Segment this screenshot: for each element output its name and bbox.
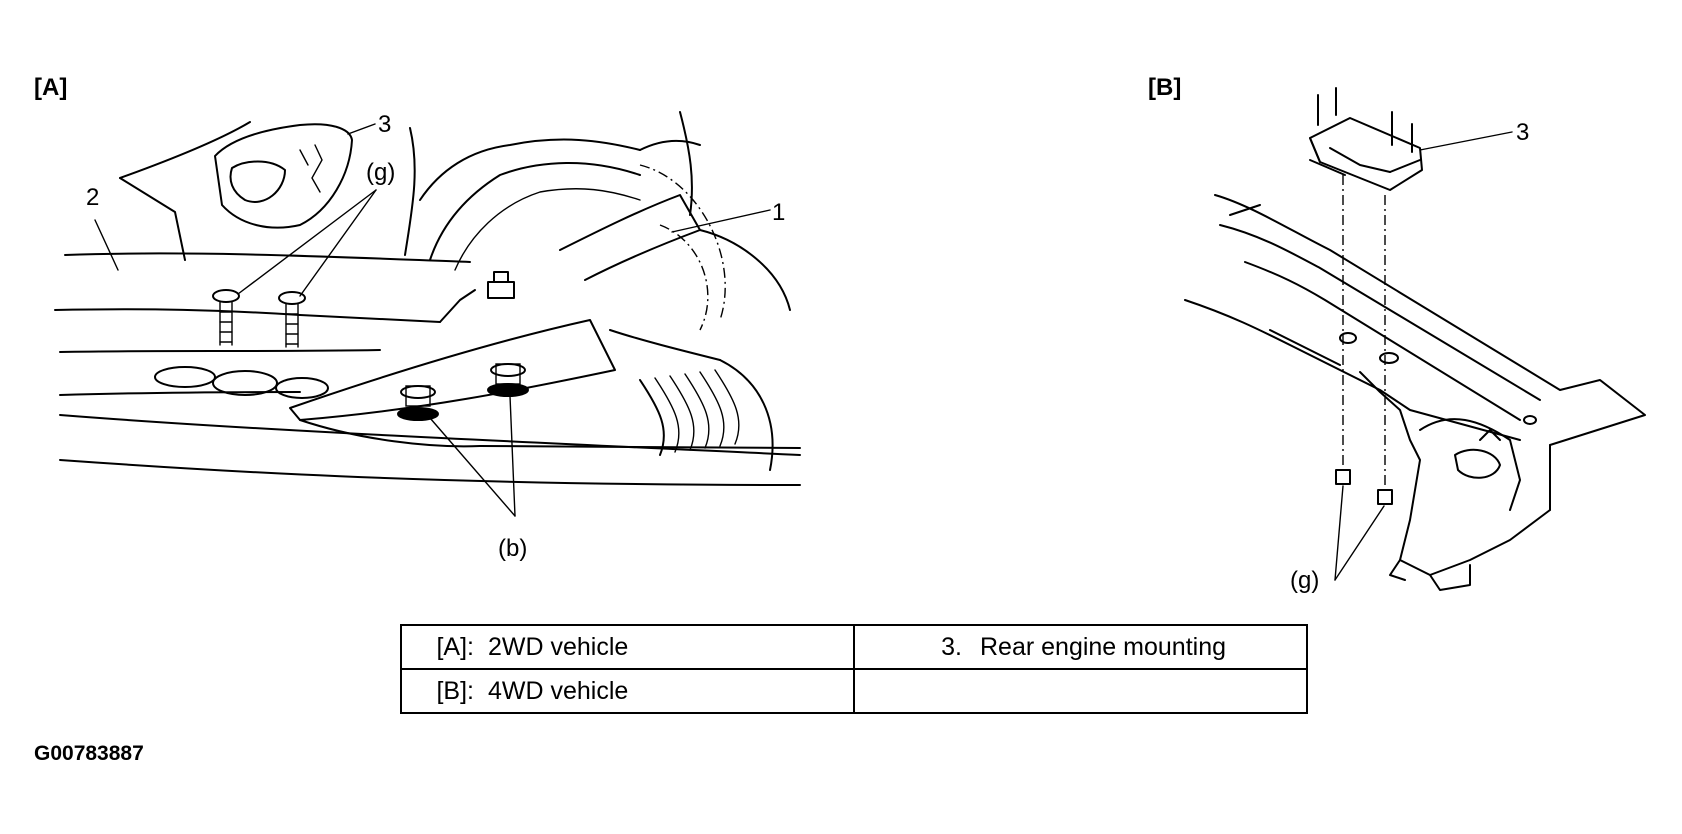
bolt-icon	[212, 289, 240, 346]
legend-value: 2WD vehicle	[488, 632, 629, 661]
nut-icon	[1377, 489, 1393, 505]
legend-row: [B]: 4WD vehicle	[400, 668, 1308, 714]
legend-cell: [A]: 2WD vehicle	[400, 624, 855, 670]
legend-description: Rear engine mounting	[980, 632, 1226, 661]
legend-key: [B]:	[436, 676, 474, 705]
panel-b-drawing: 3 (g)	[1184, 87, 1646, 594]
callout-a-b: (b)	[498, 535, 527, 562]
bolt-icon	[397, 385, 439, 421]
legend-value: 4WD vehicle	[488, 676, 629, 705]
legend-number: 3.	[941, 632, 962, 661]
panel-b-label: [B]	[1148, 74, 1182, 101]
legend-cell: 3. Rear engine mounting	[853, 624, 1308, 670]
callout-a-g: (g)	[366, 159, 395, 186]
figure-id: G00783887	[34, 742, 144, 765]
legend-table: [A]: 2WD vehicle 3. Rear engine mounting […	[400, 624, 1308, 714]
callout-a-2: 2	[86, 184, 99, 211]
legend-key: [A]:	[436, 632, 474, 661]
legend-cell: [B]: 4WD vehicle	[400, 668, 855, 714]
nut-icon	[1335, 469, 1351, 485]
legend-row: [A]: 2WD vehicle 3. Rear engine mounting	[400, 624, 1308, 670]
bolt-icon	[487, 363, 529, 397]
callout-b-g: (g)	[1290, 567, 1319, 594]
callout-a-1: 1	[772, 199, 785, 226]
legend-cell	[853, 668, 1308, 714]
callout-b-3: 3	[1516, 119, 1529, 146]
panel-a-drawing: 3 (g) 2 1 (b)	[54, 111, 801, 562]
callout-a-3: 3	[378, 111, 391, 138]
bolt-icon	[278, 291, 306, 348]
panel-a-label: [A]	[34, 74, 68, 101]
